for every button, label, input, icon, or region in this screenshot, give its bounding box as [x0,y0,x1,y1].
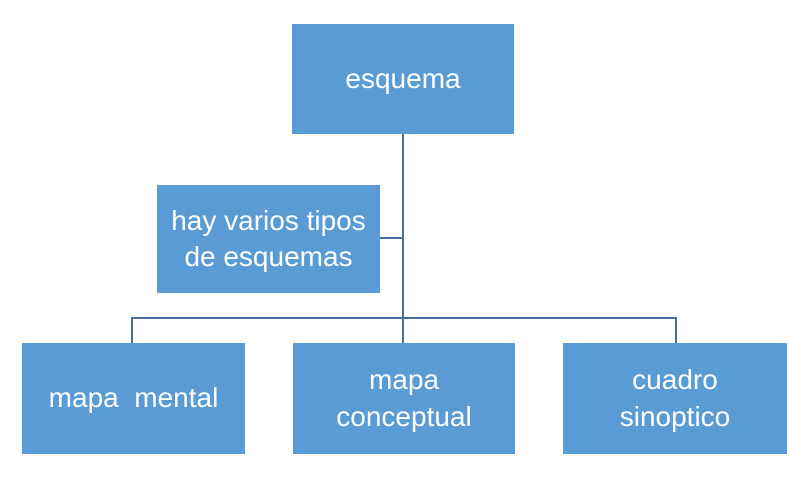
connector-trunk-vertical [402,133,404,343]
connector-drop-right [675,317,677,343]
connector-rail-horizontal [131,317,677,319]
connector-drop-left [131,317,133,343]
node-annotation-tipos-label: hay varios tipos de esquemas [171,204,366,272]
node-mapa-mental: mapa mental [22,343,245,454]
connector-annotation-stub [380,237,402,239]
node-mapa-mental-label: mapa mental [48,382,219,414]
node-esquema-label: esquema [345,62,461,94]
node-cuadro-sinoptico-label: cuadro sinoptico [619,364,731,432]
node-mapa-conceptual-label: mapa conceptual [336,364,472,432]
node-cuadro-sinoptico: cuadro sinoptico [563,343,787,454]
node-esquema: esquema [292,24,514,134]
node-annotation-tipos: hay varios tipos de esquemas [157,185,380,293]
node-mapa-conceptual: mapa conceptual [293,343,515,454]
